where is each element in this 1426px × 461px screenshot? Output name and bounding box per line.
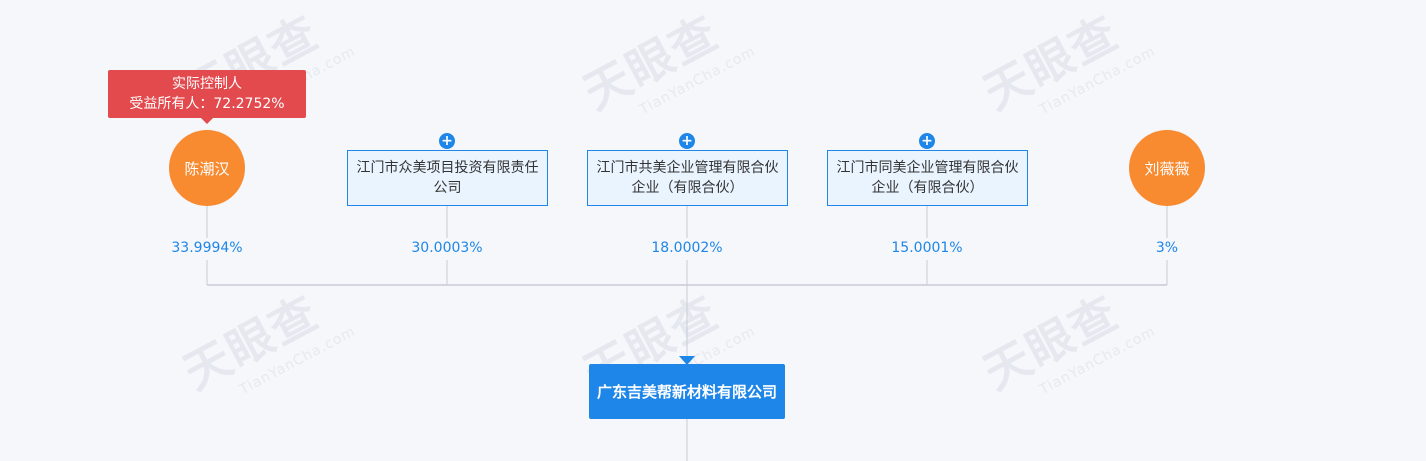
shareholder-person-liu[interactable]: 刘薇薇 — [1129, 130, 1205, 206]
share-percent: 30.0003% — [411, 240, 483, 256]
arrow-down-icon — [679, 356, 695, 365]
target-company-name: 广东吉美帮新材料有限公司 — [596, 383, 777, 401]
plus-icon[interactable]: + — [919, 133, 935, 149]
share-percent: 3% — [1155, 240, 1179, 256]
shareholder-person-chen[interactable]: 陈潮汉 — [169, 130, 245, 206]
shareholder-name: 江门市同美企业管理有限合伙企业（有限合伙） — [836, 160, 1019, 196]
shareholder-name: 江门市共美企业管理有限合伙企业（有限合伙） — [596, 160, 779, 196]
share-percent: 15.0001% — [891, 240, 963, 256]
shareholder-company-tongmei[interactable]: 江门市同美企业管理有限合伙企业（有限合伙） — [827, 150, 1028, 206]
tag-line-1: 实际控制人 — [172, 76, 242, 92]
shareholder-name: 刘薇薇 — [1144, 159, 1190, 178]
share-percent: 33.9994% — [171, 240, 243, 256]
shareholder-name: 江门市众美项目投资有限责任公司 — [356, 160, 539, 196]
actual-controller-tag: 实际控制人 受益所有人：72.2752% — [108, 70, 306, 124]
target-company[interactable]: 广东吉美帮新材料有限公司 — [589, 364, 785, 419]
plus-icon[interactable]: + — [679, 133, 695, 149]
shareholder-company-gongmei[interactable]: 江门市共美企业管理有限合伙企业（有限合伙） — [587, 150, 788, 206]
plus-icon[interactable]: + — [439, 133, 455, 149]
tag-line-2: 受益所有人：72.2752% — [129, 96, 285, 112]
shareholder-name: 陈潮汉 — [184, 159, 230, 178]
shareholder-company-zhongmei[interactable]: 江门市众美项目投资有限责任公司 — [347, 150, 548, 206]
share-percent: 18.0002% — [651, 240, 723, 256]
